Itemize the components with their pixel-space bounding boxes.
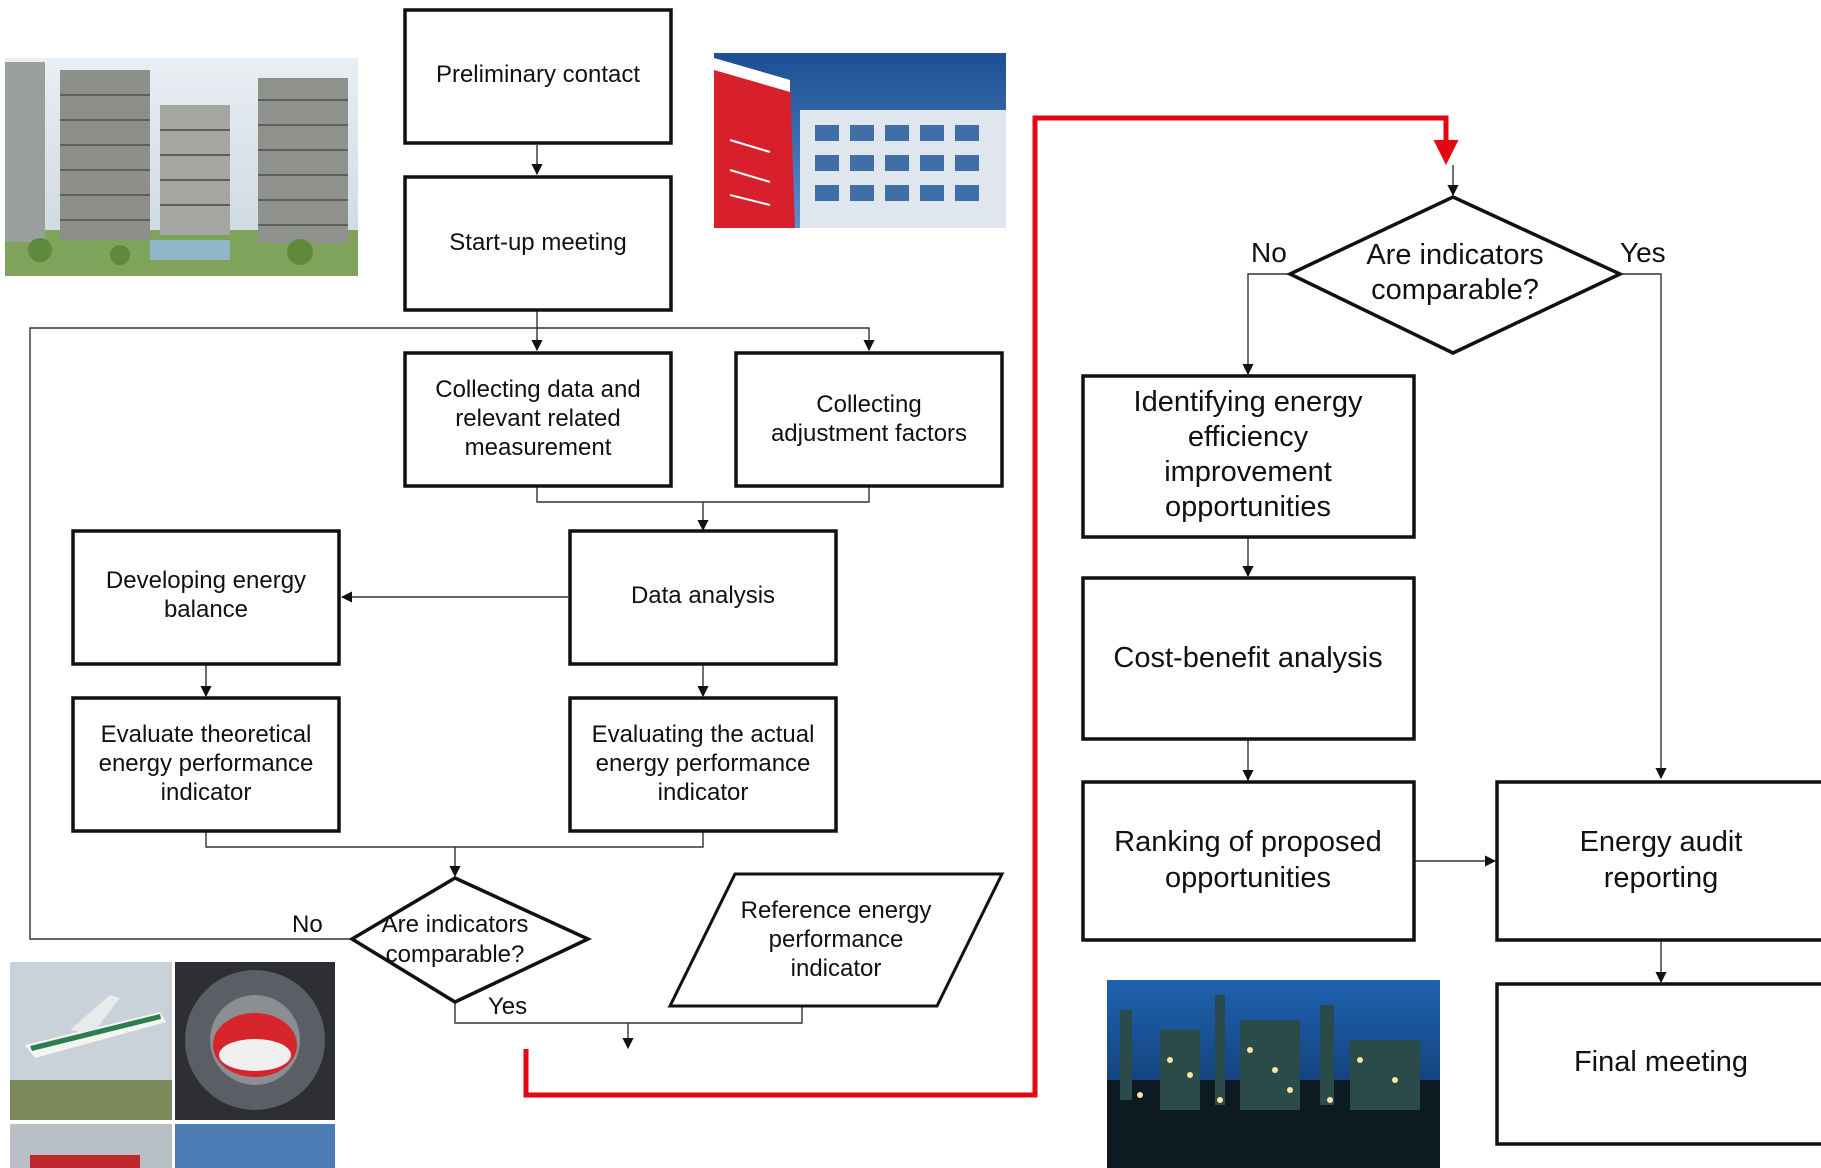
connectors-left (29, 145, 875, 1050)
final-meeting-label: Final meeting (1574, 1046, 1748, 1078)
collecting-data-line-1: Collecting data and (435, 376, 640, 403)
data-analysis-label: Data analysis (631, 582, 775, 609)
collecting-data-line-3: measurement (465, 434, 612, 461)
developing-balance-line-1: Developing energy (106, 567, 306, 594)
ranking-box: Ranking of proposed opportunities (1081, 780, 1416, 942)
hospital-photo (714, 53, 1006, 228)
audit-reporting-line-1: Energy audit (1580, 826, 1743, 858)
decision-left-yes-label: Yes (488, 993, 527, 1020)
evaluate-theoretical-line-2: energy performance (99, 750, 314, 777)
audit-reporting-line-2: reporting (1604, 862, 1718, 894)
identifying-opportunities-box: Identifying energy efficiency improvemen… (1081, 374, 1416, 539)
decision-left-diamond: Are indicators comparable? (348, 876, 593, 1004)
decision-right-line-2: comparable? (1371, 274, 1539, 306)
evaluate-theoretical-line-1: Evaluate theoretical (101, 721, 312, 748)
decision-right-diamond: Are indicators comparable? (1285, 195, 1625, 355)
evaluating-actual-line-3: indicator (658, 779, 749, 806)
identifying-opportunities-line-2: efficiency (1188, 421, 1309, 453)
collecting-adjustment-line-1: Collecting (816, 391, 921, 418)
data-analysis-box: Data analysis (568, 529, 838, 666)
developing-balance-line-2: balance (164, 596, 248, 623)
ranking-line-1: Ranking of proposed (1114, 826, 1382, 858)
industrial-plant-photo (1107, 980, 1440, 1168)
collecting-data-box: Collecting data and relevant related mea… (403, 351, 673, 488)
developing-balance-box: Developing energy balance (71, 529, 341, 666)
startup-meeting-label: Start-up meeting (449, 229, 626, 256)
decision-right-line-1: Are indicators (1366, 239, 1543, 271)
residential-buildings-photo (5, 58, 358, 276)
collecting-adjustment-line-2: adjustment factors (771, 420, 967, 447)
evaluating-actual-line-1: Evaluating the actual (592, 721, 815, 748)
collecting-data-line-2: relevant related (455, 405, 620, 432)
evaluating-actual-line-2: energy performance (596, 750, 811, 777)
reference-indicator-parallelogram: Reference energy performance indicator (667, 872, 1005, 1008)
transport-photo (10, 962, 335, 1168)
audit-reporting-box: Energy audit reporting (1495, 780, 1821, 942)
identifying-opportunities-line-3: improvement (1164, 456, 1332, 488)
startup-meeting-box: Start-up meeting (403, 175, 673, 312)
final-meeting-box: Final meeting (1495, 982, 1821, 1146)
reference-indicator-line-2: performance (769, 926, 904, 953)
identifying-opportunities-line-1: Identifying energy (1134, 386, 1363, 418)
decision-right-no-label: No (1251, 237, 1287, 268)
decision-left-line-1: Are indicators (382, 911, 529, 938)
cost-benefit-label: Cost-benefit analysis (1113, 642, 1382, 674)
connectors-right (1242, 165, 1667, 984)
evaluating-actual-box: Evaluating the actual energy performance… (568, 696, 838, 833)
decision-left-no-label: No (292, 911, 323, 938)
evaluate-theoretical-box: Evaluate theoretical energy performance … (71, 696, 341, 833)
reference-indicator-line-1: Reference energy (741, 897, 932, 924)
evaluate-theoretical-line-3: indicator (161, 779, 252, 806)
decision-left-line-2: comparable? (386, 941, 525, 968)
continuation-arrow (523, 115, 1459, 1098)
reference-indicator-line-3: indicator (791, 955, 882, 982)
preliminary-contact-box: Preliminary contact (403, 8, 673, 145)
ranking-line-2: opportunities (1165, 862, 1331, 894)
collecting-adjustment-box: Collecting adjustment factors (734, 351, 1004, 488)
decision-right-yes-label: Yes (1620, 237, 1666, 268)
preliminary-contact-label: Preliminary contact (436, 61, 640, 88)
cost-benefit-box: Cost-benefit analysis (1081, 576, 1416, 741)
identifying-opportunities-line-4: opportunities (1165, 491, 1331, 523)
